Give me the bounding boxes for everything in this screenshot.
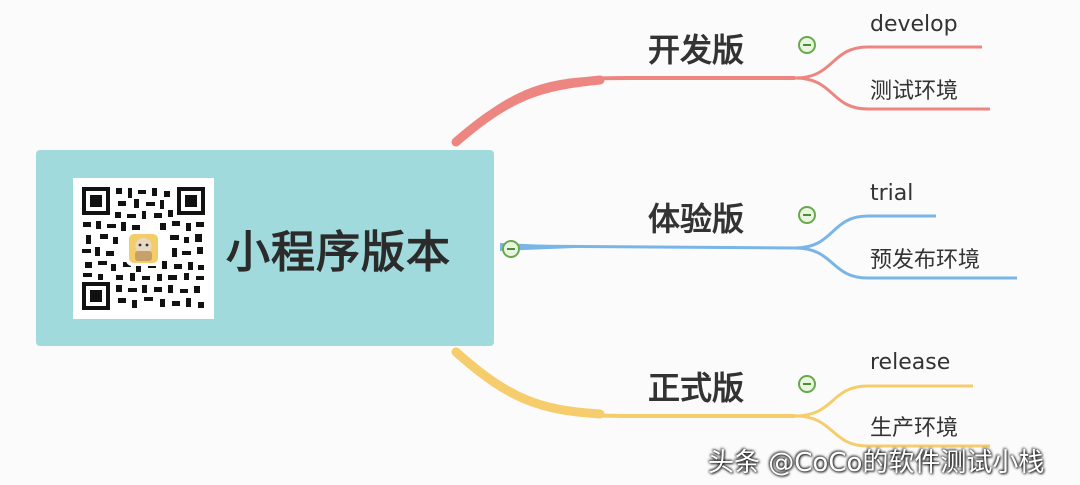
leaf-develop[interactable]: develop <box>870 12 958 37</box>
leaf-prod-env[interactable]: 生产环境 <box>870 416 959 441</box>
collapse-minus-icon[interactable] <box>798 206 816 224</box>
connector-branch-release <box>456 353 795 418</box>
collapse-minus-icon[interactable] <box>798 36 816 54</box>
connector-leaf-prod-env <box>794 414 990 448</box>
qr-code-icon <box>73 178 214 319</box>
leaf-pre-release-env[interactable]: 预发布环境 <box>870 248 981 273</box>
connector-leaf-develop <box>794 45 982 80</box>
connector-branch-trial-taper <box>500 243 600 251</box>
connector-branch-release-taper <box>451 347 605 419</box>
watermark-text: 头条 @CoCo的软件测试小栈 <box>708 448 1045 478</box>
central-topic[interactable]: 小程序版本 <box>36 150 494 346</box>
collapse-minus-icon[interactable] <box>502 240 520 258</box>
connector-leaf-release <box>794 384 973 418</box>
central-topic-title: 小程序版本 <box>226 227 451 278</box>
connector-leaf-pre-release-env <box>794 246 1017 280</box>
branch-release-label[interactable]: 正式版 <box>648 369 745 407</box>
branch-trial-label[interactable]: 体验版 <box>648 200 745 238</box>
collapse-minus-icon[interactable] <box>798 375 816 393</box>
leaf-trial[interactable]: trial <box>870 181 914 206</box>
leaf-test-env[interactable]: 测试环境 <box>870 79 959 104</box>
connector-branch-develop-taper <box>451 75 605 147</box>
branch-develop-label[interactable]: 开发版 <box>648 31 745 69</box>
leaf-release[interactable]: release <box>870 350 951 375</box>
connector-leaf-trial <box>794 214 936 250</box>
connector-leaf-test-env <box>794 76 990 111</box>
